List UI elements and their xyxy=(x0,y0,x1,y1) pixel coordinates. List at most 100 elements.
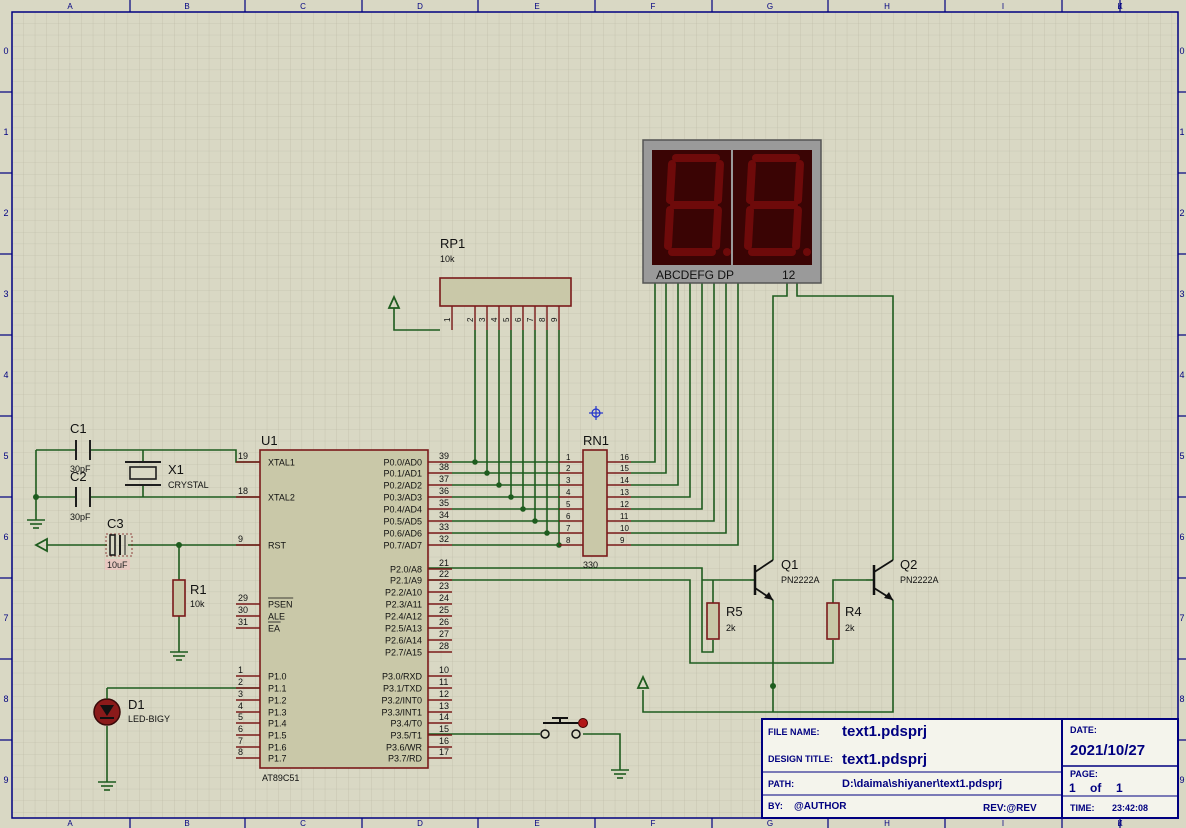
microcontroller-u1[interactable]: U1 AT89C51 19XTAL118XTAL29RST29PSEN30ALE… xyxy=(236,433,452,783)
column-label: A xyxy=(67,819,73,828)
u1-pin-name: XTAL1 xyxy=(268,458,295,468)
u1-pin-number: 28 xyxy=(439,641,449,651)
u1-pin-name: P0.0/AD0 xyxy=(383,458,422,468)
u1-pin-name: P3.3/INT1 xyxy=(381,708,422,718)
transistor-q1[interactable]: Q1 PN2222A xyxy=(750,557,820,601)
time-value: 23:42:08 xyxy=(1112,803,1148,813)
transistor-q2[interactable]: Q2 PN2222A xyxy=(866,557,939,601)
rp1-pin-number: 9 xyxy=(550,317,559,322)
row-label: 5 xyxy=(3,451,8,461)
u1-pin-name: P1.3 xyxy=(268,708,287,718)
r5-value: 2k xyxy=(726,623,736,633)
row-label: 9 xyxy=(1179,775,1184,785)
row-label: 9 xyxy=(3,775,8,785)
u1-pin-name: P3.0/RXD xyxy=(382,672,423,682)
u1-pin-number: 11 xyxy=(439,677,448,687)
u1-pin-number: 27 xyxy=(439,629,449,639)
rn1-pin-number: 4 xyxy=(566,488,571,497)
u1-pin-number: 5 xyxy=(238,712,243,722)
row-label: 1 xyxy=(1179,127,1184,137)
rp1-pin-number: 6 xyxy=(514,317,523,322)
resistor-r1[interactable]: R1 10k xyxy=(172,579,207,617)
column-label: C xyxy=(300,819,306,828)
capacitor-c2[interactable]: C2 30pF xyxy=(70,469,91,522)
u1-pin-name: P1.6 xyxy=(268,743,287,753)
row-label: 4 xyxy=(1179,370,1184,380)
led-d1[interactable]: D1 LED-BIGY xyxy=(93,688,170,726)
x1-value: CRYSTAL xyxy=(168,480,209,490)
rn1-value: 330 xyxy=(583,560,598,570)
u1-pin-number: 2 xyxy=(238,677,243,687)
u1-pin-name: P2.7/A15 xyxy=(385,648,422,658)
seven-segment-display[interactable]: ABCDEFG DP 12 xyxy=(642,139,822,284)
u1-pin-name: P1.1 xyxy=(268,684,287,694)
u1-pin-number: 15 xyxy=(439,724,449,734)
u1-pin-number: 4 xyxy=(238,701,243,711)
u1-pin-number: 14 xyxy=(439,712,449,722)
row-label: 8 xyxy=(3,694,8,704)
column-label: C xyxy=(300,2,306,11)
u1-pin-name: P0.7/AD7 xyxy=(383,541,422,551)
u1-pin-name: ALE xyxy=(268,612,285,622)
page-total: 1 xyxy=(1116,781,1123,795)
resistor-r4[interactable]: R4 2k xyxy=(826,602,862,640)
rn1-pin-number: 16 xyxy=(620,453,629,462)
u1-pin-name: EA xyxy=(268,624,280,634)
rp1-pin-number: 2 xyxy=(466,317,475,322)
u1-pin-name: P1.0 xyxy=(268,672,287,682)
u1-pin-number: 22 xyxy=(439,569,449,579)
u1-pin-number: 10 xyxy=(439,665,449,675)
ground-symbol xyxy=(611,769,629,779)
u1-pin-name: P0.3/AD3 xyxy=(383,493,422,503)
column-label: B xyxy=(184,2,189,11)
u1-pin-name: P0.5/AD5 xyxy=(383,517,422,527)
design-title: text1.pdsprj xyxy=(842,751,927,768)
column-label: E xyxy=(534,2,539,11)
rn1-pin-number: 14 xyxy=(620,476,629,485)
u1-pin-name: P1.2 xyxy=(268,696,287,706)
row-label: 0 xyxy=(1179,46,1184,56)
push-button[interactable] xyxy=(540,717,588,739)
c3-value: 10uF xyxy=(107,560,128,570)
r4-value: 2k xyxy=(845,623,855,633)
rn1-pin-number: 15 xyxy=(620,464,629,473)
row-label: 6 xyxy=(1179,532,1184,542)
rp1-value: 10k xyxy=(440,254,455,264)
u1-part: AT89C51 xyxy=(262,773,299,783)
r1-ref: R1 xyxy=(190,582,207,597)
time-label: TIME: xyxy=(1070,803,1095,813)
file-name-label: FILE NAME: xyxy=(768,727,820,737)
u1-pin-number: 19 xyxy=(238,451,248,461)
rp1-pin-number: 4 xyxy=(490,317,499,322)
d1-ref: D1 xyxy=(128,697,145,712)
u1-pin-number: 16 xyxy=(439,736,449,746)
u1-pin-number: 34 xyxy=(439,510,449,520)
author: @AUTHOR xyxy=(794,801,847,812)
crystal-x1[interactable]: X1 CRYSTAL xyxy=(125,461,209,490)
r4-ref: R4 xyxy=(845,604,862,619)
column-label: F xyxy=(651,819,656,828)
u1-pin-number: 12 xyxy=(439,689,449,699)
row-label: 2 xyxy=(3,208,8,218)
column-label: K xyxy=(1117,819,1123,828)
resistor-r5[interactable]: R5 2k xyxy=(706,602,743,640)
rn1-ref: RN1 xyxy=(583,433,609,448)
u1-pin-name: P1.7 xyxy=(268,754,287,764)
column-label: H xyxy=(884,2,890,11)
column-label: K xyxy=(1117,2,1123,11)
column-label: D xyxy=(417,2,423,11)
row-label: 3 xyxy=(3,289,8,299)
capacitor-c1[interactable]: C1 30pF xyxy=(70,421,91,474)
column-label: I xyxy=(1002,819,1004,828)
rn1-pin-number: 3 xyxy=(566,476,571,485)
column-label: I xyxy=(1002,2,1004,11)
capacitor-c3[interactable]: C3 10uF xyxy=(105,516,133,570)
c2-value: 30pF xyxy=(70,512,91,522)
u1-pin-number: 26 xyxy=(439,617,449,627)
u1-pin-number: 17 xyxy=(439,747,449,757)
u1-pin-name: RST xyxy=(268,541,287,551)
u1-pin-number: 18 xyxy=(238,486,248,496)
